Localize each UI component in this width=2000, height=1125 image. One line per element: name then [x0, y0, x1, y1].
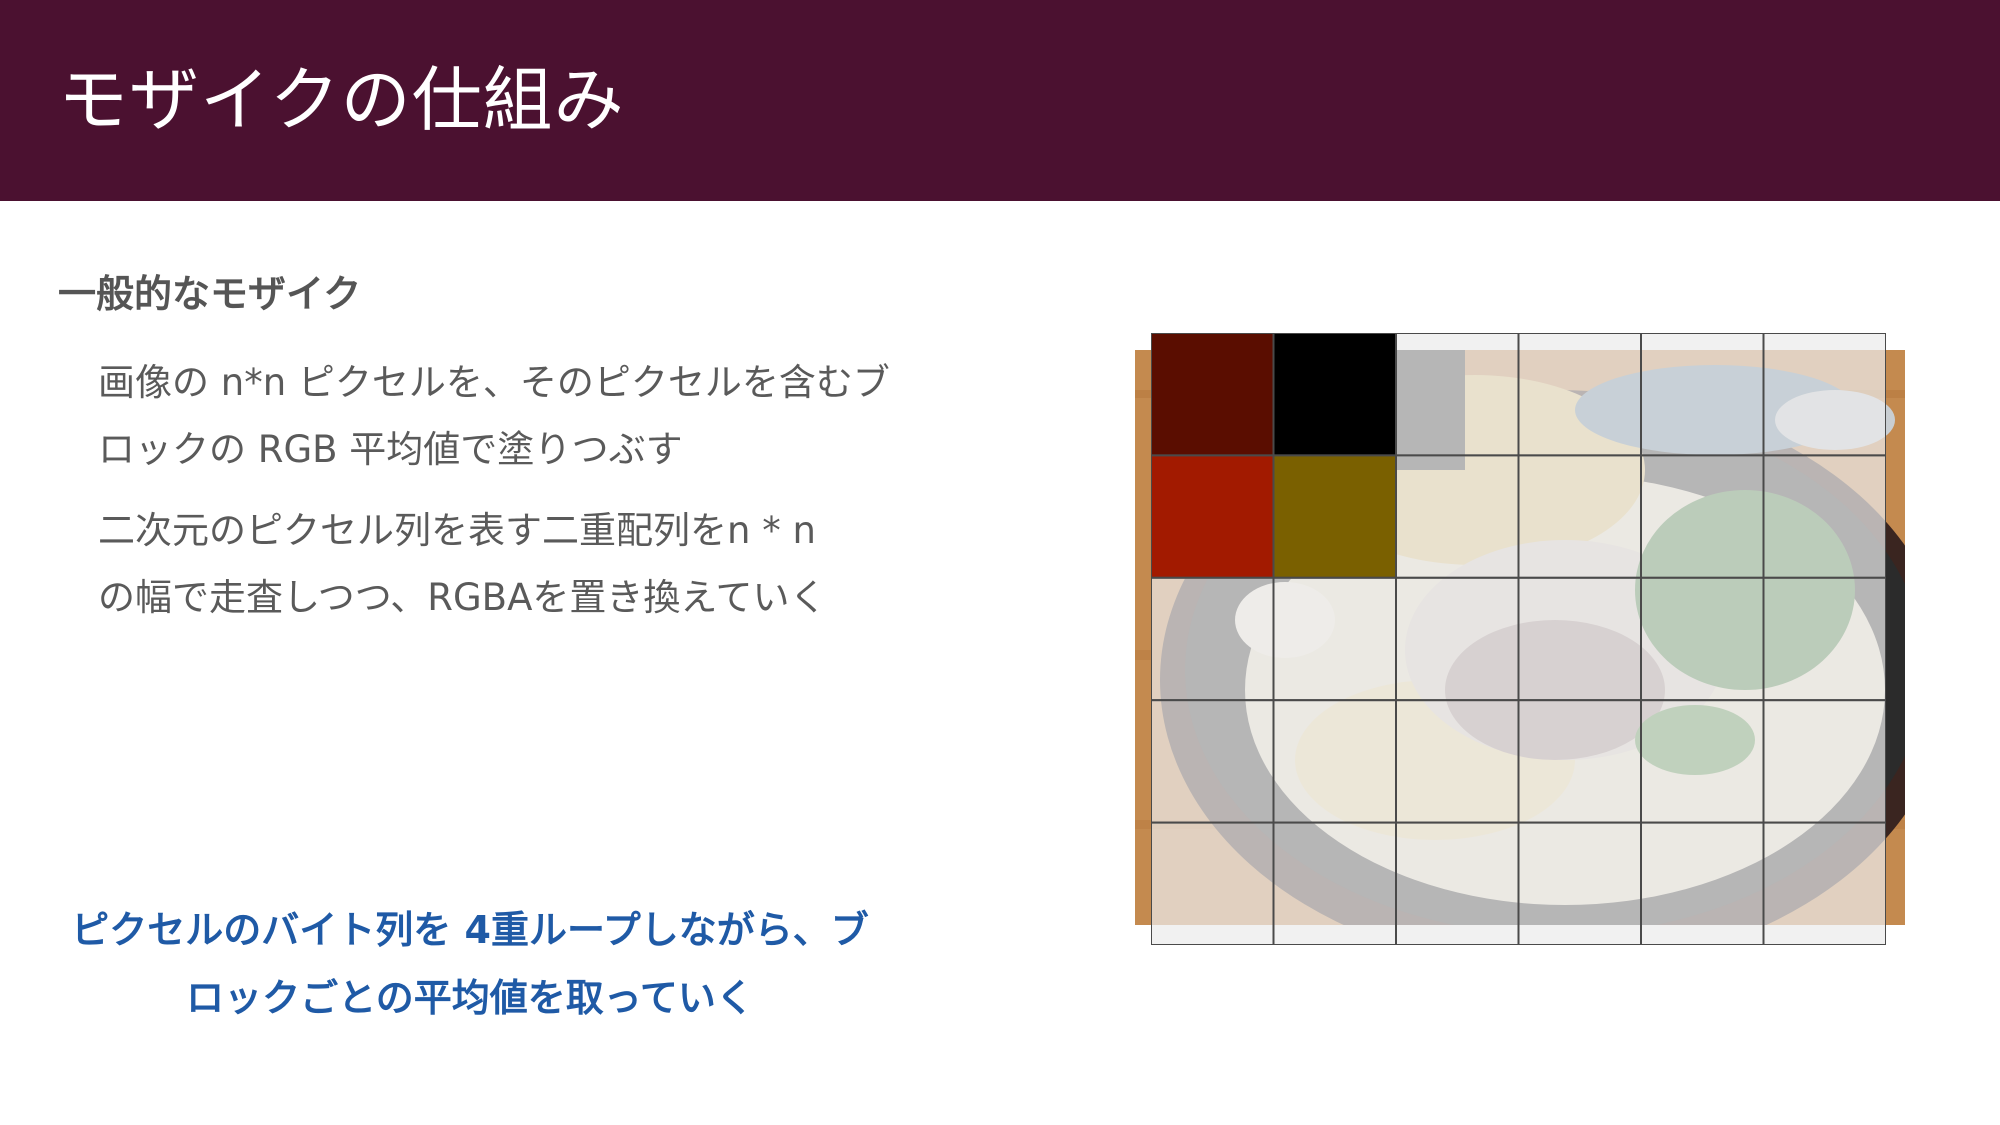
- mosaic-block-filled: [1150, 454, 1275, 579]
- bullet-point-2: 二次元のピクセル列を表す二重配列をn * n の幅で走査しつつ、RGBAを置き換…: [98, 497, 938, 631]
- bullet-2-line-1: 二次元のピクセル列を表す二重配列をn * n: [98, 509, 816, 552]
- mosaic-block: [1150, 699, 1275, 824]
- mosaic-block: [1640, 821, 1765, 947]
- callout-line-2: ロックごとの平均値を取っていく: [186, 976, 754, 1020]
- mosaic-block: [1762, 576, 1887, 702]
- mosaic-block: [1395, 699, 1520, 824]
- bullet-2-line-2: の幅で走査しつつ、RGBAを置き換えていく: [98, 576, 827, 619]
- mosaic-block: [1640, 699, 1765, 824]
- mosaic-block: [1272, 699, 1397, 824]
- mosaic-block: [1762, 454, 1887, 579]
- mosaic-block: [1640, 454, 1765, 579]
- mosaic-block: [1517, 454, 1642, 579]
- mosaic-block: [1517, 699, 1642, 824]
- mosaic-grid-svg: [1150, 332, 1887, 947]
- mosaic-block: [1272, 576, 1397, 702]
- mosaic-block-filled: [1272, 454, 1397, 579]
- mosaic-grid: [1150, 332, 1887, 947]
- slide-title: モザイクの仕組み: [58, 59, 625, 141]
- section-heading: 一般的なモザイク: [58, 272, 362, 316]
- mosaic-block-filled: [1150, 332, 1275, 457]
- mosaic-block: [1762, 821, 1887, 947]
- mosaic-block: [1762, 332, 1887, 457]
- mosaic-block: [1272, 821, 1397, 947]
- callout-line-1: ピクセルのバイト列を 4重ループしながら、ブ: [71, 908, 869, 952]
- mosaic-block: [1640, 332, 1765, 457]
- mosaic-block: [1517, 576, 1642, 702]
- mosaic-block: [1517, 821, 1642, 947]
- title-bar: モザイクの仕組み: [0, 0, 2000, 201]
- mosaic-block: [1395, 332, 1520, 457]
- mosaic-block: [1395, 821, 1520, 947]
- bullet-point-1: 画像の n*n ピクセルを、そのピクセルを含むブ ロックの RGB 平均値で塗り…: [98, 349, 938, 483]
- bullet-1-line-2: ロックの RGB 平均値で塗りつぶす: [98, 428, 683, 471]
- mosaic-block: [1150, 576, 1275, 702]
- mosaic-block: [1395, 454, 1520, 579]
- mosaic-block-filled: [1272, 332, 1397, 457]
- mosaic-block: [1395, 576, 1520, 702]
- mosaic-block: [1762, 699, 1887, 824]
- mosaic-block: [1640, 576, 1765, 702]
- callout-text: ピクセルのバイト列を 4重ループしながら、ブ ロックごとの平均値を取っていく: [20, 896, 920, 1032]
- mosaic-block: [1150, 821, 1275, 947]
- mosaic-block: [1517, 332, 1642, 457]
- bullet-1-line-1: 画像の n*n ピクセルを、そのピクセルを含むブ: [98, 361, 890, 404]
